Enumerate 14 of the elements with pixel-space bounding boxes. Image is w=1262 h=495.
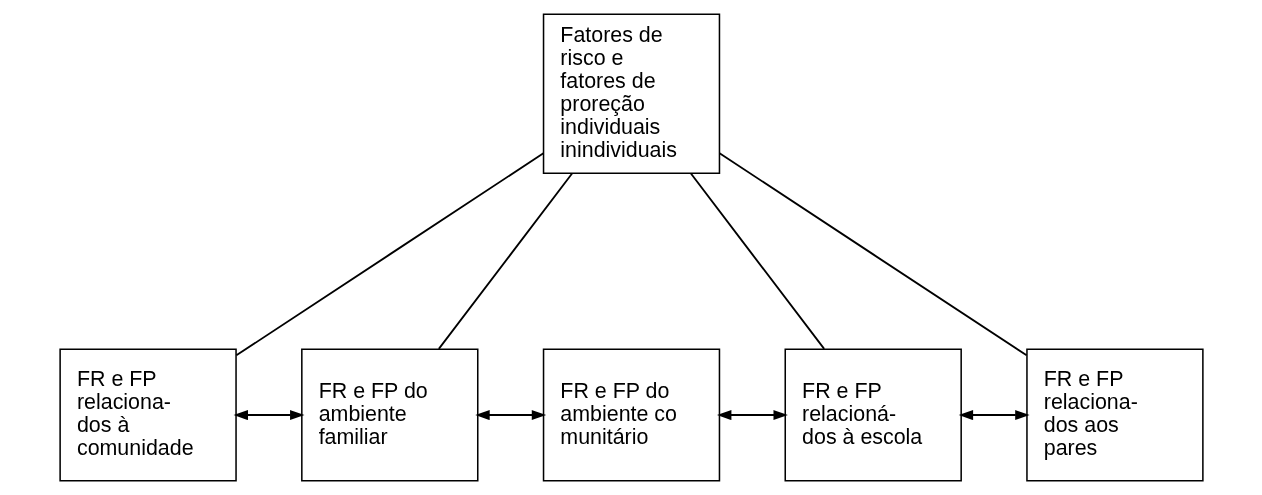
arrow: [474, 409, 546, 421]
node-box: FR e FP relaciona- dos aos pares: [1025, 348, 1204, 482]
connector: [235, 152, 544, 357]
arrow: [233, 409, 304, 421]
node-box: FR e FP do ambiente co munitário: [542, 348, 720, 482]
arrow: [958, 409, 1030, 421]
arrow: [716, 409, 788, 421]
node-box: FR e FP relaciona- dos à comunidade: [58, 348, 237, 482]
connector: [689, 172, 825, 350]
node-box: Fatores de risco e fatores de proreção individuais inindividuais: [542, 13, 720, 175]
node-box: FR e FP do ambiente familiar: [300, 348, 478, 482]
node-box: FR e FP relacioná- dos à escola: [784, 348, 962, 482]
connector: [437, 172, 573, 350]
connector: [718, 152, 1027, 357]
